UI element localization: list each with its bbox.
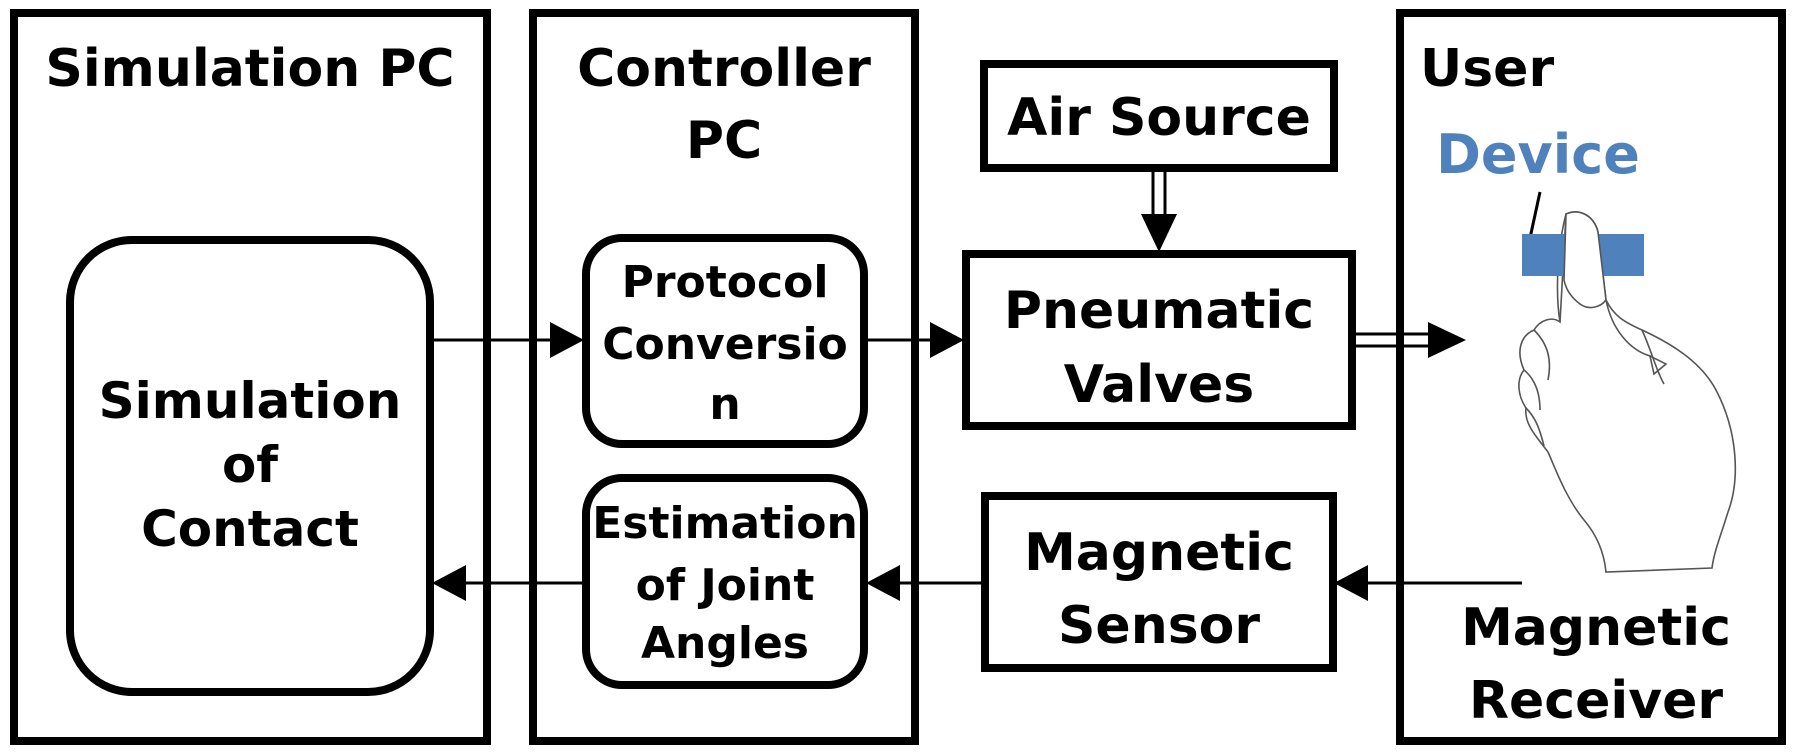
magnetic-sensor-line2: Sensor (1058, 596, 1260, 656)
simulation-of-contact-line1: Simulation (99, 372, 402, 430)
simulation-of-contact-line2: of (222, 436, 279, 494)
pneumatic-valves-block (962, 250, 1356, 430)
simulation-of-contact-block (66, 236, 434, 696)
arrow-valves-to-user-head (1428, 322, 1466, 358)
protocol-conversion-line2: Conversio (602, 319, 848, 370)
arrow-air-to-valves-head (1141, 214, 1177, 252)
pneumatic-valves-line1: Pneumatic (1004, 281, 1314, 341)
arrow-receiver-to-sensor-head (1334, 565, 1368, 601)
estimation-joint-angles-line2: of Joint (636, 560, 815, 611)
controller-pc-title-line2: PC (686, 111, 762, 171)
simulation-of-contact-line3: Contact (141, 500, 359, 558)
arrow-sim-to-protocol-head (550, 322, 584, 358)
device-pointer-line (1528, 191, 1542, 239)
protocol-conversion-line3: n (709, 379, 740, 430)
estimation-joint-angles-line1: Estimation (592, 498, 858, 549)
arrow-sensor-to-estimation-head (866, 565, 900, 601)
estimation-joint-angles-block (582, 474, 868, 689)
estimation-joint-angles-line3: Angles (641, 618, 809, 669)
simulation-pc-title: Simulation PC (45, 39, 454, 99)
magnetic-receiver-line1: Magnetic (1461, 598, 1731, 658)
device-label: Device (1436, 123, 1640, 186)
protocol-conversion-line1: Protocol (622, 257, 829, 308)
magnetic-sensor-line1: Magnetic (1024, 523, 1294, 583)
arrow-estimation-to-sim-head (432, 565, 466, 601)
magnetic-sensor-block (981, 492, 1337, 672)
protocol-conversion-block (582, 234, 868, 448)
air-source-block (980, 60, 1338, 172)
arrow-protocol-to-valves-head (930, 322, 964, 358)
user-title: User (1420, 39, 1554, 99)
controller-pc-title-line1: Controller (577, 39, 871, 99)
magnetic-receiver-line2: Receiver (1469, 671, 1723, 731)
air-source-label: Air Source (1007, 88, 1311, 148)
pneumatic-valves-line2: Valves (1064, 355, 1254, 415)
index-finger (1563, 211, 1607, 309)
